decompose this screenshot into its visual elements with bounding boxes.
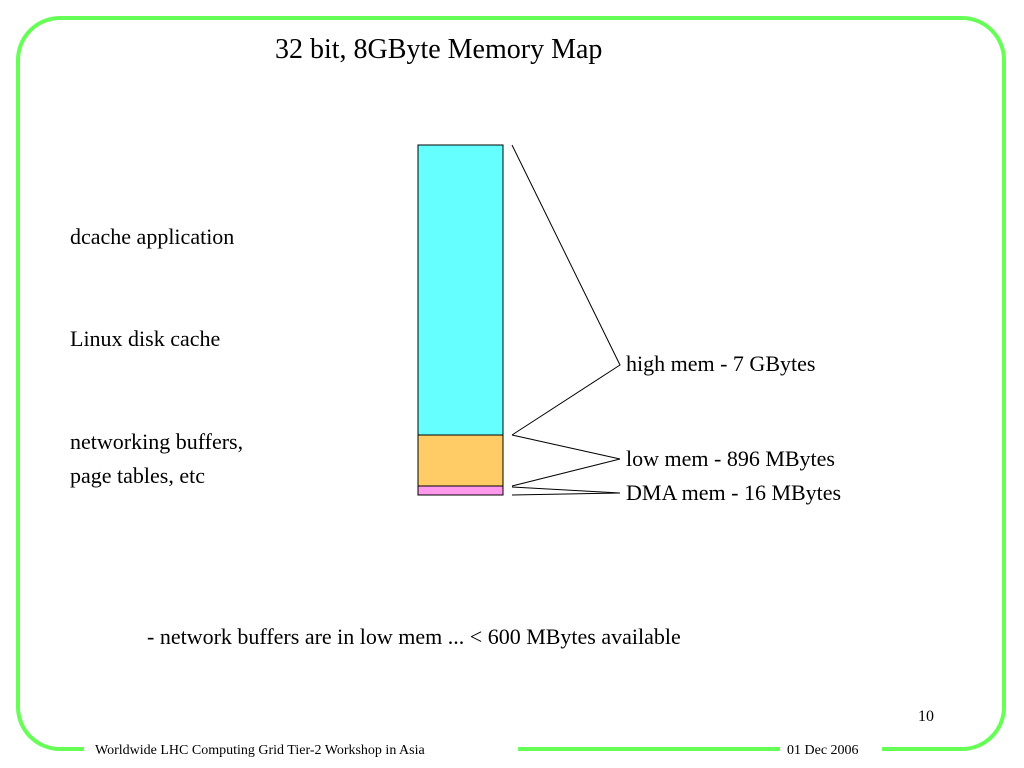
- label-high-mem: high mem - 7 GBytes: [626, 351, 816, 376]
- label-page-tables: page tables, etc: [70, 463, 205, 488]
- high-mem-block: [417, 144, 504, 436]
- page-number: 10: [918, 708, 934, 725]
- footer-workshop-title: Worldwide LHC Computing Grid Tier-2 Work…: [95, 743, 425, 758]
- label-dma-mem: DMA mem - 16 MBytes: [626, 480, 842, 505]
- low-mem-bracket: [511, 434, 621, 487]
- label-networking-buffers: networking buffers,: [70, 429, 244, 454]
- label-dcache-application: dcache application: [70, 224, 235, 249]
- label-low-mem: low mem - 896 MBytes: [626, 446, 835, 471]
- high-mem-bracket: [511, 144, 621, 436]
- low-mem-block: [417, 434, 504, 487]
- label-linux-disk-cache: Linux disk cache: [70, 326, 221, 351]
- dma-mem-block: [417, 485, 504, 496]
- slide-title: 32 bit, 8GByte Memory Map: [275, 34, 603, 65]
- footer-date: 01 Dec 2006: [787, 743, 859, 758]
- dma-mem-bracket: [511, 486, 621, 496]
- network-buffer-note: - network buffers are in low mem ... < 6…: [147, 624, 681, 649]
- footer-mask-right: [780, 745, 882, 759]
- footer-mask-left: [84, 745, 518, 759]
